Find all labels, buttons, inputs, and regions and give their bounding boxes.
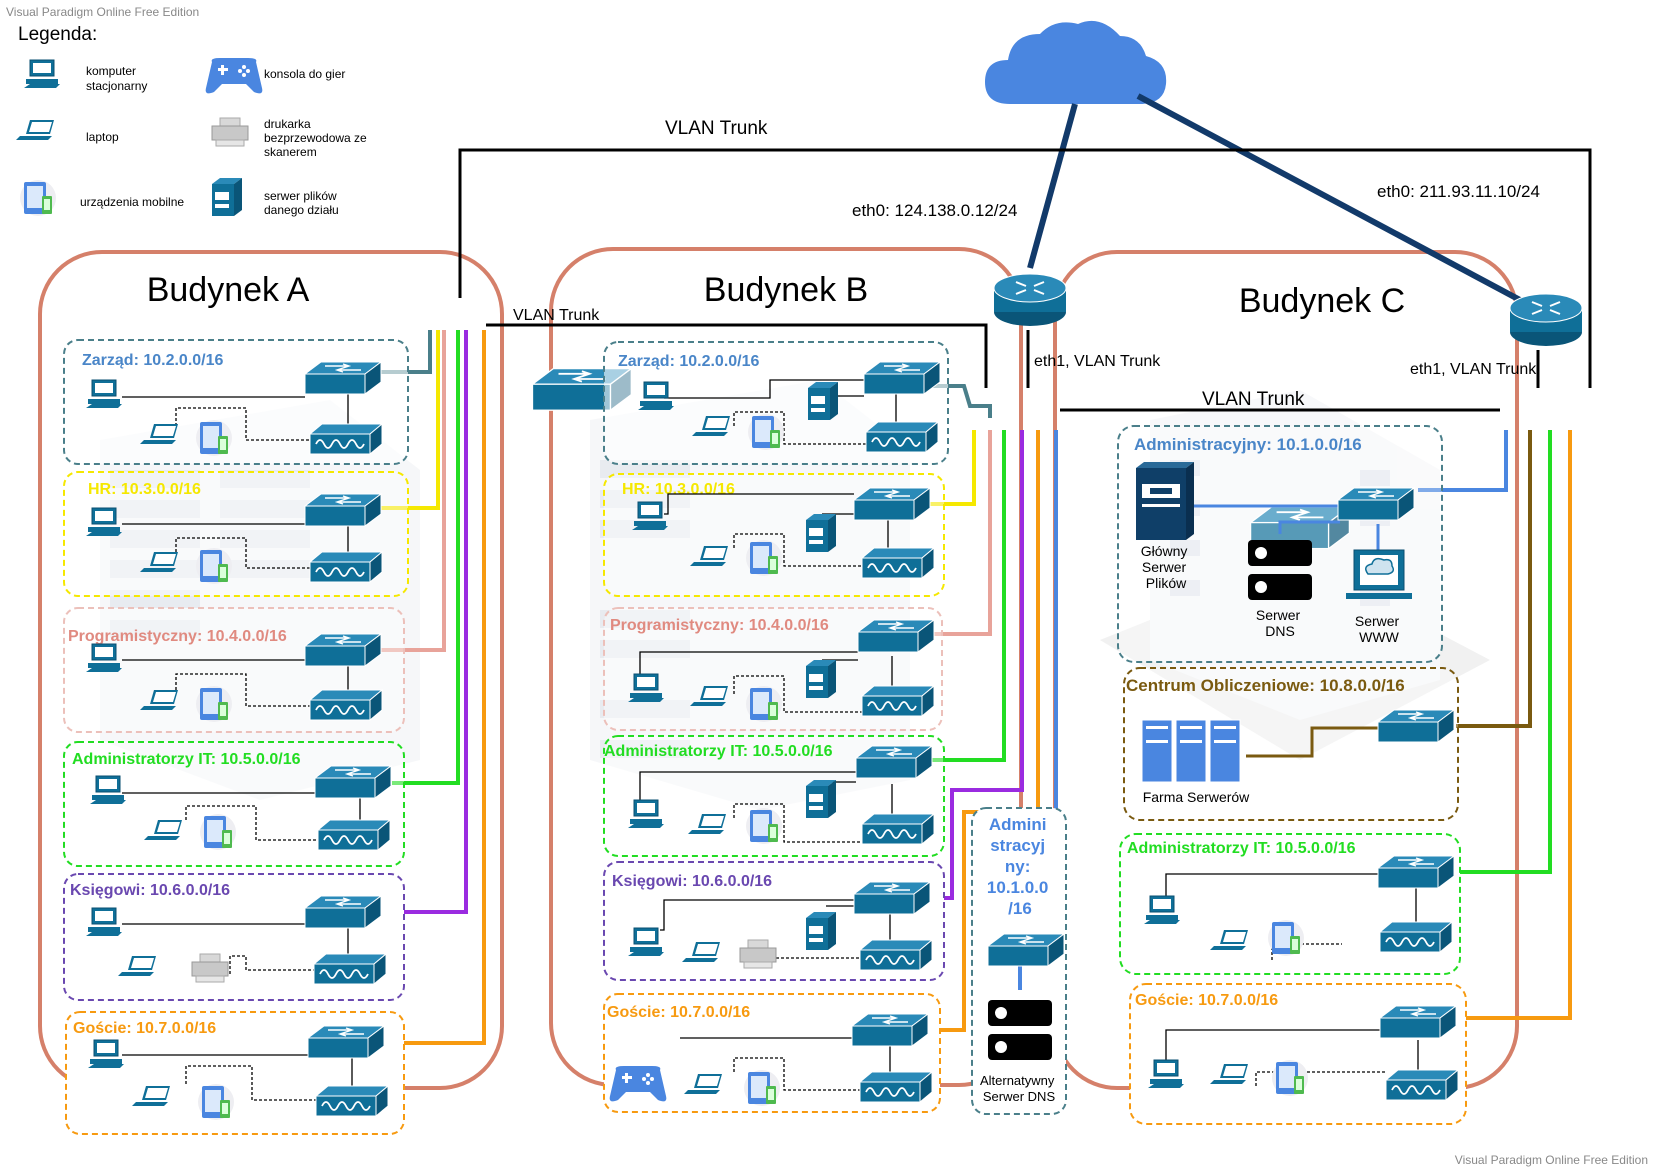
building-illustration-b — [590, 380, 910, 810]
vlan-a-goscie: Goście: 10.7.0.0/16 — [73, 1020, 216, 1037]
uplink-c — [1136, 93, 1522, 303]
building-c-title: Budynek C — [1239, 282, 1405, 320]
building-b-devices — [639, 379, 1022, 1091]
file-server-icon — [212, 178, 242, 216]
vlan-b-ksiegowi: Księgowi: 10.6.0.0/16 — [612, 873, 772, 890]
watermark-top: Visual Paradigm Online Free Edition — [6, 5, 199, 19]
vlan-a-hr: HR: 10.3.0.0/16 — [88, 481, 201, 498]
gamepad-icon — [205, 58, 263, 94]
laptop-icon — [16, 120, 54, 140]
legend-label-mobile: urządzenia mobilne — [80, 195, 184, 209]
trunk-top — [458, 148, 1592, 388]
server-farm-label: Farma Serwerów — [1143, 789, 1250, 805]
printer-icon — [211, 117, 249, 147]
vlan-b-administracyjny: Admini stracyj ny: 10.1.0.0 /16 — [987, 815, 1053, 918]
building-b-vlans: Zarząd: 10.2.0.0/16 HR: 10.3.0.0/16 Prog… — [603, 341, 1067, 1115]
eth0-b-label: eth0: 124.138.0.12/24 — [852, 201, 1017, 220]
vlan-a-admin-it: Administratorzy IT: 10.5.0.0/16 — [72, 751, 301, 768]
www-server-icon — [1346, 549, 1412, 599]
vlan-c-admin-it: Administratorzy IT: 10.5.0.0/16 — [1127, 840, 1356, 857]
router-b — [993, 273, 1067, 327]
vlan-trunk-bc-label: VLAN Trunk — [1202, 389, 1305, 410]
building-a-vlan-uplinks — [380, 330, 486, 1045]
building-c-vlan-uplinks — [1418, 430, 1572, 1020]
dns-server-label: Serwer DNS — [1256, 607, 1304, 639]
vlan-b-admin-it: Administratorzy IT: 10.5.0.0/16 — [604, 743, 833, 760]
main-file-server-label: Główny Serwer Plików — [1141, 543, 1192, 591]
router-c — [1509, 293, 1583, 347]
building-b-title: Budynek B — [704, 271, 868, 309]
vlan-c-centrum-obliczeniowe: Centrum Obliczeniowe: 10.8.0.0/16 — [1126, 676, 1405, 695]
mobile-devices-icon — [20, 180, 56, 216]
legend-label-laptop: laptop — [86, 130, 119, 144]
building-b-icons — [609, 361, 1065, 1106]
vlan-a-programistyczny: Programistyczny: 10.4.0.0/16 — [68, 628, 287, 645]
vlan-trunk-top-label: VLAN Trunk — [665, 118, 768, 139]
building-c-icons — [1136, 462, 1459, 1101]
trunk-ab — [486, 323, 988, 388]
vlan-c-administracyjny: Administracyjny: 10.1.0.0/16 — [1134, 435, 1362, 454]
vlan-c-goscie: Goście: 10.7.0.0/16 — [1135, 992, 1278, 1009]
vlan-b-hr: HR: 10.3.0.0/16 — [622, 481, 735, 498]
vlan-b-goscie: Goście: 10.7.0.0/16 — [607, 1004, 750, 1021]
building-c-server-labels: Główny Serwer Plików Serwer DNS Serwer W… — [1141, 543, 1403, 805]
vlan-b-zarzad: Zarząd: 10.2.0.0/16 — [618, 353, 760, 370]
building-a-devices — [122, 394, 361, 1101]
vlan-trunk-ab-label: VLAN Trunk — [513, 307, 600, 324]
vlan-a-ksiegowi: Księgowi: 10.6.0.0/16 — [70, 882, 230, 899]
server-farm-icon — [1141, 719, 1241, 783]
watermark-bottom: Visual Paradigm Online Free Edition — [1455, 1153, 1648, 1167]
vlan-a-zarzad: Zarząd: 10.2.0.0/16 — [82, 352, 224, 369]
main-file-server-icon — [1136, 462, 1194, 540]
www-server-label: Serwer WWW — [1355, 613, 1403, 645]
legend-title: Legenda: — [18, 24, 97, 45]
uplink-b — [1027, 103, 1078, 269]
alt-dns-server-label: Alternatywny Serwer DNS — [980, 1073, 1058, 1104]
legend-label-gamepad: konsola do gier — [264, 67, 345, 81]
eth0-c-label: eth0: 211.93.11.10/24 — [1377, 182, 1540, 201]
eth1-b-label: eth1, VLAN Trunk — [1034, 353, 1161, 370]
building-a-title: Budynek A — [147, 271, 310, 309]
desktop-icon — [23, 59, 61, 89]
vlan-b-programistyczny: Programistyczny: 10.4.0.0/16 — [610, 617, 829, 634]
gamepad-icon-b — [609, 1066, 667, 1102]
eth1-c-label: eth1, VLAN Trunk — [1410, 361, 1537, 378]
internet-cloud-icon — [985, 20, 1167, 104]
